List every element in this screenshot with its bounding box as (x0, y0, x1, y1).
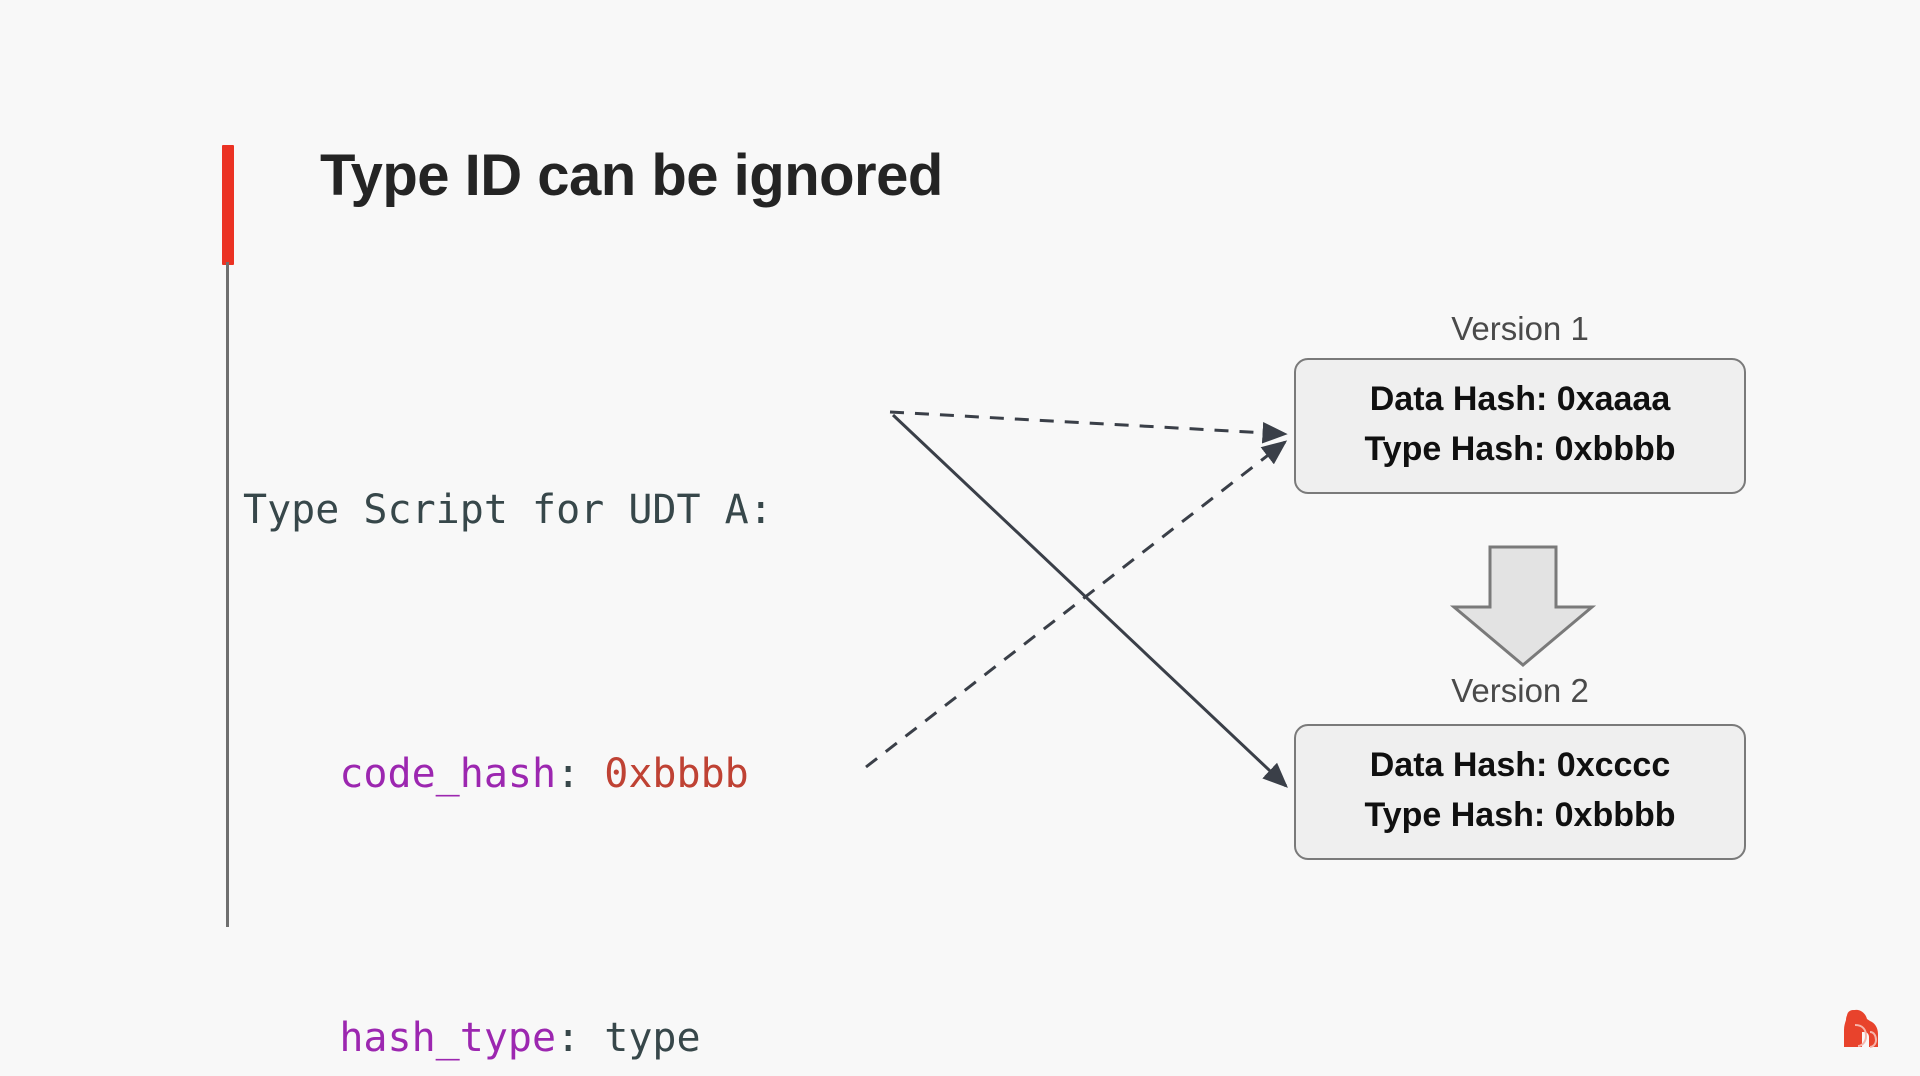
code-value-plain: type (604, 1015, 701, 1061)
version-1-data-hash: Data Hash: 0xaaaa (1369, 380, 1671, 418)
udt-b-code-hash-to-version-1-arrow (865, 440, 1288, 769)
version-2-type-hash: Type Hash: 0xbbbb (1364, 796, 1676, 834)
accent-bar (222, 145, 234, 265)
version-1-to-version-2-arrow (1449, 545, 1597, 667)
code-key: hash_type (339, 1015, 557, 1061)
code-key: code_hash (339, 751, 557, 797)
udt-a-code-hash-to-version-2-arrow (891, 413, 1288, 788)
udt-a-code-hash-to-version-1-arrow (889, 410, 1288, 444)
page-title: Type ID can be ignored (320, 143, 943, 208)
code-sep: : (556, 1015, 605, 1061)
code-sep: : (556, 751, 605, 797)
version-2-hash-box: Data Hash: 0xcccc Type Hash: 0xbbbb (1294, 724, 1746, 860)
version-1-type-hash: Type Hash: 0xbbbb (1364, 430, 1676, 468)
version-2-label: Version 2 (1451, 672, 1589, 709)
version-2-data-hash: Data Hash: 0xcccc (1369, 746, 1671, 784)
version-1-hash-box: Data Hash: 0xaaaa Type Hash: 0xbbbb (1294, 358, 1746, 494)
code-line-a-code-hash: code_hash: 0xbbbb (243, 730, 773, 818)
code-header-a-text: Type Script for UDT A: (243, 487, 773, 533)
version-1-label: Version 1 (1451, 310, 1589, 347)
gorilla-logo (1844, 1009, 1878, 1048)
accent-vertical-rule (226, 262, 229, 927)
code-block-udt-a: Type Script for UDT A: code_hash: 0xbbbb… (243, 290, 773, 1076)
code-line-a-hash-type: hash_type: type (243, 994, 773, 1076)
code-header-a: Type Script for UDT A: (243, 466, 773, 554)
code-value-hex: 0xbbbb (604, 751, 749, 797)
